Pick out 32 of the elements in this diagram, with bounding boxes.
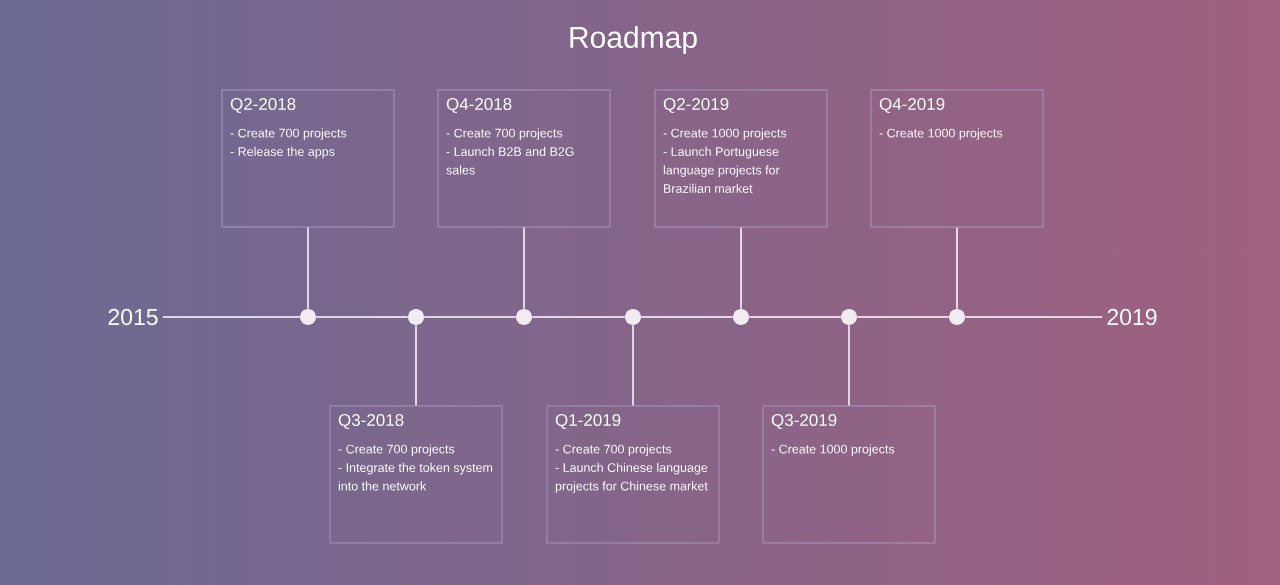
timeline-dot — [949, 309, 965, 325]
connector-line — [415, 324, 417, 407]
timeline-dot — [841, 309, 857, 325]
timeline-line — [423, 316, 517, 318]
timeline-line — [856, 316, 950, 318]
connector-line — [632, 324, 634, 407]
timeline-dot — [733, 309, 749, 325]
connector-line — [523, 226, 525, 310]
timeline-dot — [300, 309, 316, 325]
timeline-dot — [516, 309, 532, 325]
connector-line — [848, 324, 850, 407]
timeline-line — [964, 316, 1103, 318]
milestone-box: Q1-2019 - Create 700 projects - Launch Chinese language projects for Chinese market — [546, 405, 720, 544]
timeline-line — [640, 316, 734, 318]
timeline-dot — [625, 309, 641, 325]
year-label: 2015 — [108, 308, 158, 326]
milestone-box: Q3-2019 - Create 1000 projects — [762, 405, 936, 544]
milestone-box: Q3-2018 - Create 700 projects - Integrate the token system into the network — [329, 405, 503, 544]
milestone-box: Q2-2018 - Create 700 projects - Release the apps — [221, 89, 395, 228]
milestone-box: Q4-2019 - Create 1000 projects — [870, 89, 1044, 228]
timeline-line — [531, 316, 626, 318]
year-label: 2019 — [1107, 308, 1157, 326]
timeline-line — [748, 316, 842, 318]
timeline-line — [162, 316, 301, 318]
milestone-box: Q2-2019 - Create 1000 projects - Launch Portuguese language projects for Brazilian market — [654, 89, 828, 228]
milestone-box: Q4-2018 - Create 700 projects - Launch B2B and B2G sales — [437, 89, 611, 228]
title: Roadmap — [570, 26, 697, 54]
connector-line — [307, 226, 309, 310]
timeline-dot — [408, 309, 424, 325]
connector-line — [956, 226, 958, 310]
connector-line — [740, 226, 742, 310]
timeline-line — [315, 316, 409, 318]
